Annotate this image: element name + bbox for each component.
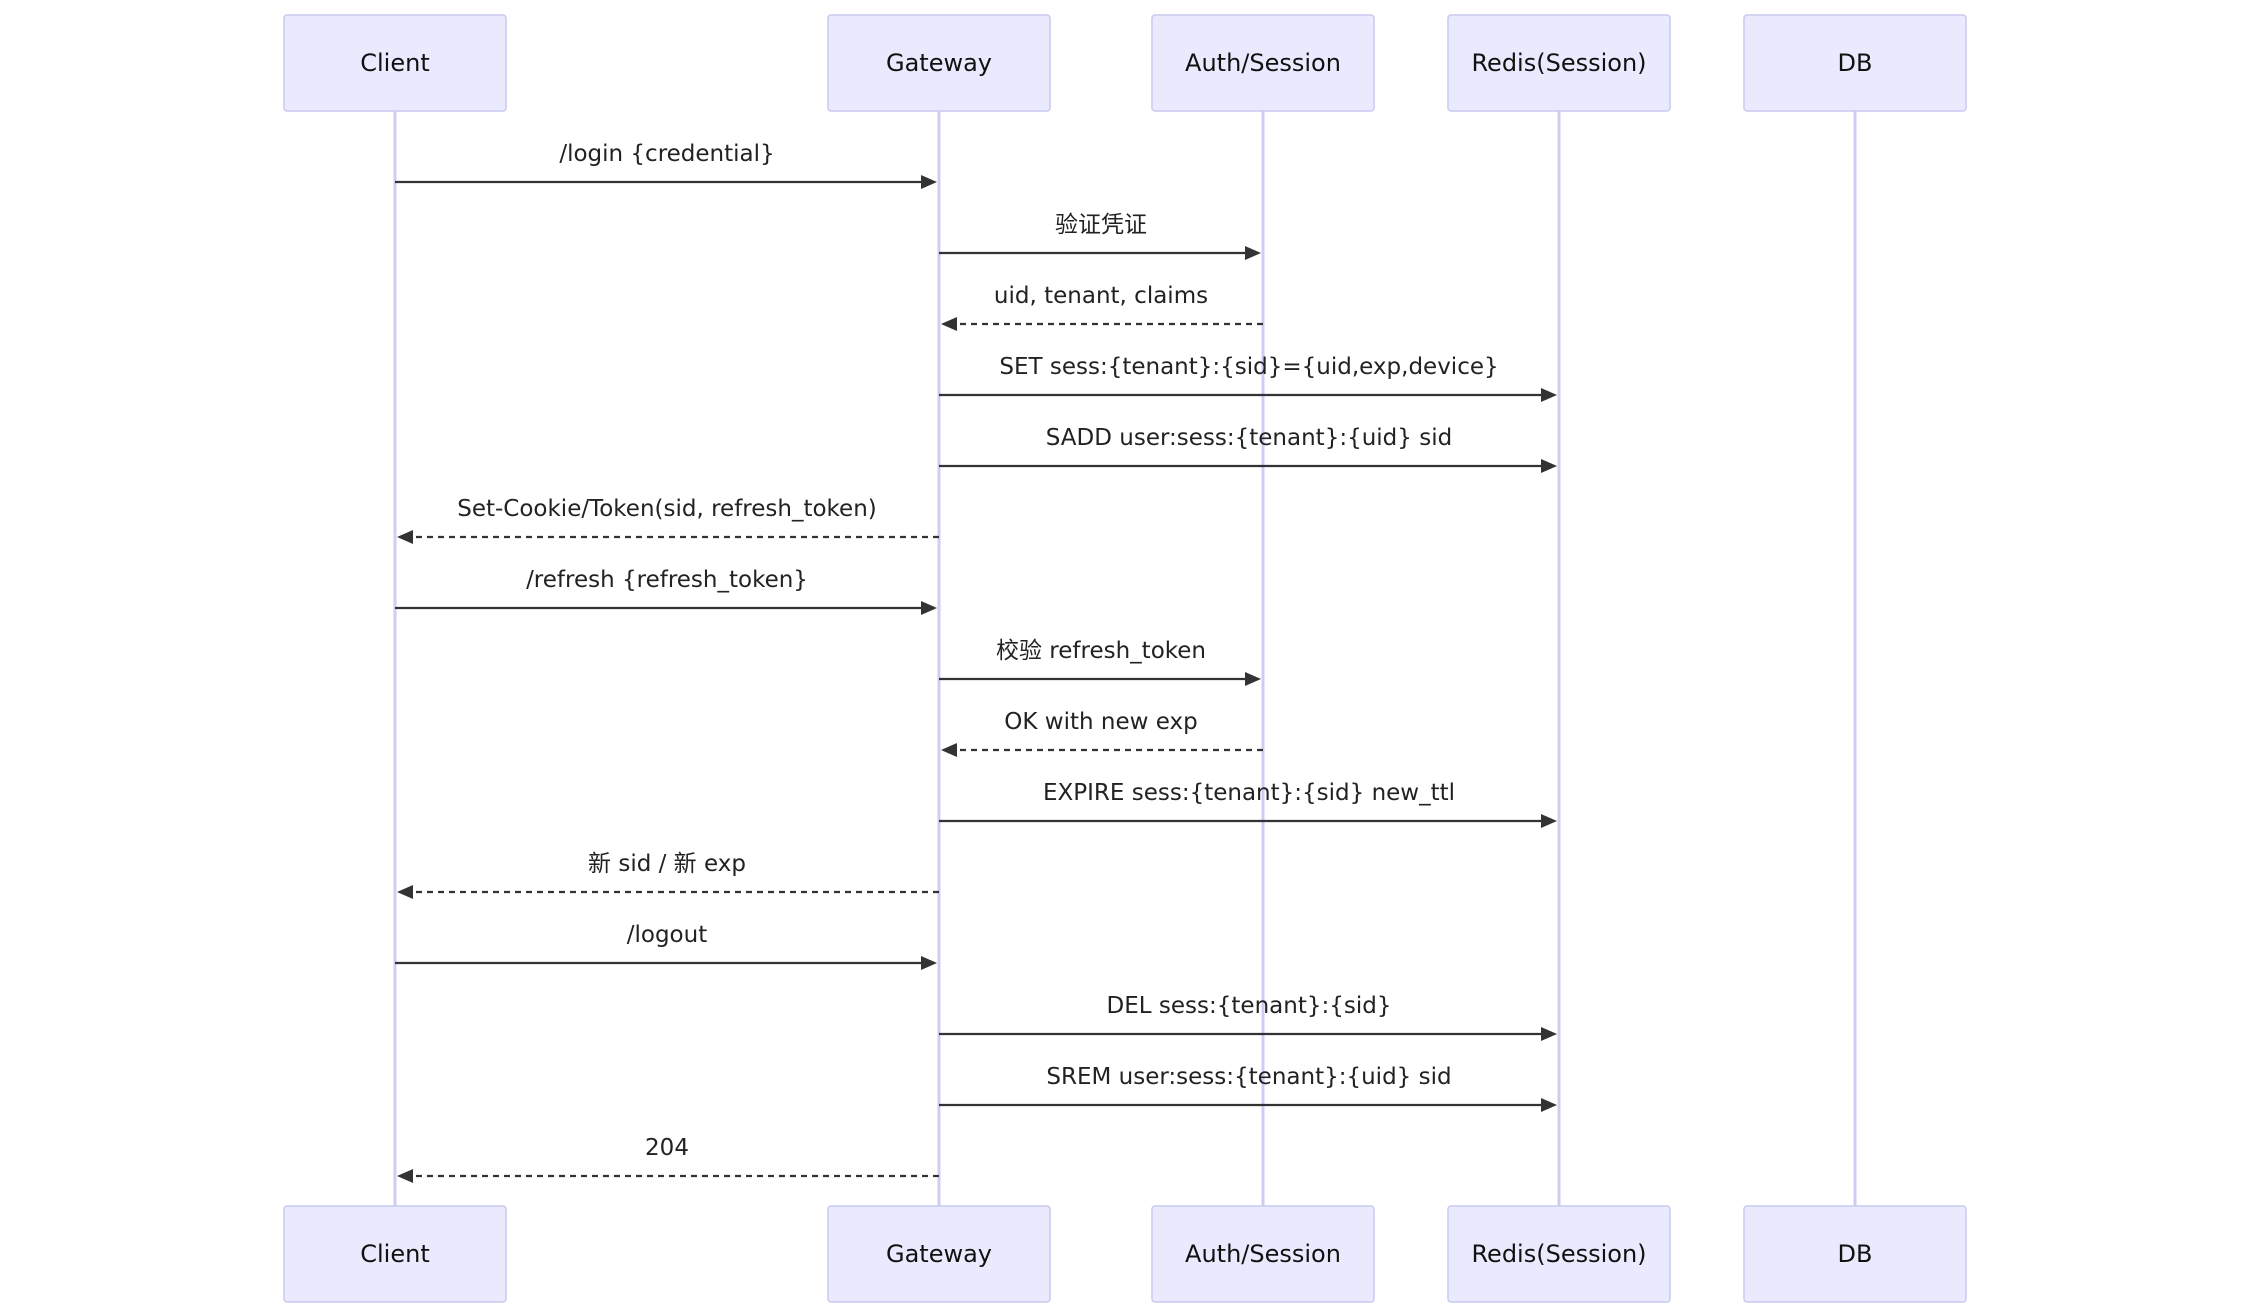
actor-client-bottom: Client: [283, 1205, 507, 1303]
actor-box: [1743, 1205, 1967, 1303]
actor-box: [283, 1205, 507, 1303]
actor-gateway-bottom: Gateway: [827, 1205, 1051, 1303]
arrowhead-icon: [397, 1169, 413, 1183]
actor-label: DB: [1838, 49, 1873, 77]
actor-label: Client: [360, 49, 429, 77]
message-7: /refresh {refresh_token}: [395, 567, 937, 615]
messages: /login {credential} 验证凭证 uid, tenant, clai…: [395, 141, 1557, 1183]
actor-box: [283, 14, 507, 112]
message-11: 新 sid / 新 exp: [397, 851, 939, 899]
message-label: /refresh {refresh_token}: [526, 567, 808, 593]
actor-gateway-top: Gateway: [827, 14, 1051, 112]
arrowhead-icon: [921, 601, 937, 615]
actor-db-bottom: DB: [1743, 1205, 1967, 1303]
actor-box: [1743, 14, 1967, 112]
actor-label: Gateway: [886, 1240, 992, 1268]
actor-label: Gateway: [886, 49, 992, 77]
actor-label: Redis(Session): [1471, 49, 1646, 77]
message-2: 验证凭证: [939, 212, 1261, 260]
actors-bottom: Client Gateway Auth/Session Redis(Session) D…: [283, 1205, 1967, 1303]
message-label: SADD user:sess:{tenant}:{uid} sid: [1046, 425, 1452, 451]
message-13: DEL sess:{tenant}:{sid}: [939, 993, 1557, 1041]
message-label: /logout: [627, 922, 707, 948]
message-6: Set-Cookie/Token(sid, refresh_token): [397, 496, 939, 544]
message-label: OK with new exp: [1004, 709, 1197, 735]
message-12: /logout: [395, 922, 937, 970]
arrowhead-icon: [1541, 1098, 1557, 1112]
actor-label: Redis(Session): [1471, 1240, 1646, 1268]
actor-label: Auth/Session: [1185, 49, 1341, 77]
message-label: SET sess:{tenant}:{sid}={uid,exp,device}: [999, 354, 1498, 380]
arrowhead-icon: [921, 956, 937, 970]
message-8: 校验 refresh_token: [939, 638, 1261, 686]
message-label: SREM user:sess:{tenant}:{uid} sid: [1046, 1064, 1451, 1090]
arrowhead-icon: [941, 743, 957, 757]
message-1: /login {credential}: [395, 141, 937, 189]
actor-auth-bottom: Auth/Session: [1151, 1205, 1375, 1303]
arrowhead-icon: [941, 317, 957, 331]
message-label: 验证凭证: [1055, 212, 1147, 238]
actor-box: [1151, 14, 1375, 112]
arrowhead-icon: [1541, 388, 1557, 402]
actors-top: Client Gateway Auth/Session Redis(Session) D…: [283, 14, 1967, 112]
message-label: 204: [645, 1135, 689, 1161]
arrowhead-icon: [1541, 814, 1557, 828]
actor-box: [827, 14, 1051, 112]
message-label: EXPIRE sess:{tenant}:{sid} new_ttl: [1043, 780, 1455, 806]
message-label: 新 sid / 新 exp: [588, 851, 746, 877]
actor-auth-top: Auth/Session: [1151, 14, 1375, 112]
actor-label: Auth/Session: [1185, 1240, 1341, 1268]
message-5: SADD user:sess:{tenant}:{uid} sid: [939, 425, 1557, 473]
arrowhead-icon: [397, 530, 413, 544]
message-14: SREM user:sess:{tenant}:{uid} sid: [939, 1064, 1557, 1112]
actor-label: DB: [1838, 1240, 1873, 1268]
actor-db-top: DB: [1743, 14, 1967, 112]
message-15: 204: [397, 1135, 939, 1183]
arrowhead-icon: [921, 175, 937, 189]
message-4: SET sess:{tenant}:{sid}={uid,exp,device}: [939, 354, 1557, 402]
arrowhead-icon: [1245, 246, 1261, 260]
actor-label: Client: [360, 1240, 429, 1268]
message-label: /login {credential}: [559, 141, 774, 167]
actor-box: [1151, 1205, 1375, 1303]
actor-redis-bottom: Redis(Session): [1447, 1205, 1671, 1303]
lifelines: [393, 111, 1857, 1206]
arrowhead-icon: [397, 885, 413, 899]
message-label: uid, tenant, claims: [994, 283, 1208, 309]
message-label: DEL sess:{tenant}:{sid}: [1107, 993, 1392, 1019]
actor-box: [1447, 14, 1671, 112]
actor-box: [827, 1205, 1051, 1303]
message-10: EXPIRE sess:{tenant}:{sid} new_ttl: [939, 780, 1557, 828]
arrowhead-icon: [1541, 459, 1557, 473]
message-3: uid, tenant, claims: [941, 283, 1263, 331]
actor-redis-top: Redis(Session): [1447, 14, 1671, 112]
message-9: OK with new exp: [941, 709, 1263, 757]
actor-client-top: Client: [283, 14, 507, 112]
actor-box: [1447, 1205, 1671, 1303]
arrowhead-icon: [1541, 1027, 1557, 1041]
arrowhead-icon: [1245, 672, 1261, 686]
message-label: 校验 refresh_token: [996, 638, 1206, 664]
message-label: Set-Cookie/Token(sid, refresh_token): [457, 496, 877, 522]
